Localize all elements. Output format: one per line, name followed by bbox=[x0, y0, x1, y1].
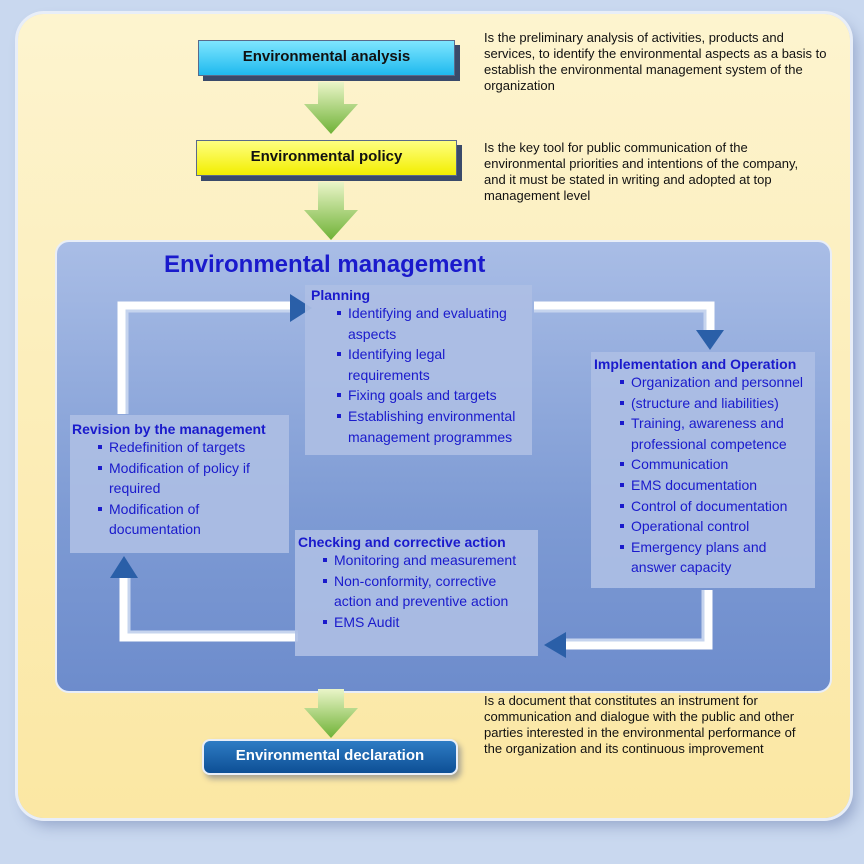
list-item: Monitoring and measurement bbox=[312, 550, 532, 571]
list-item: Redefinition of targets bbox=[87, 437, 285, 458]
planning-panel: Planning Identifying and evaluating aspe… bbox=[305, 285, 532, 455]
cycle-line bbox=[566, 590, 713, 650]
list-item: Non-conformity, corrective action and pr… bbox=[312, 571, 532, 612]
analysis-description: Is the preliminary analysis of activitie… bbox=[484, 30, 827, 93]
revision-panel: Revision by the management Redefinition … bbox=[70, 415, 289, 553]
management-title: Environmental management bbox=[164, 251, 486, 278]
list-item: EMS Audit bbox=[312, 612, 532, 633]
cycle-line bbox=[534, 301, 715, 330]
list-item: Communication bbox=[609, 454, 811, 475]
list-item: Fixing goals and targets bbox=[326, 385, 526, 406]
list-item: Identifying legal requirements bbox=[326, 344, 526, 385]
list-item: Emergency plans and answer capacity bbox=[609, 537, 811, 578]
declaration-description: Is a document that constitutes an instru… bbox=[484, 693, 796, 756]
implementation-list: Organization and personnel (structure an… bbox=[591, 372, 815, 578]
left-arrow-icon bbox=[544, 632, 566, 658]
cycle-line bbox=[119, 576, 298, 642]
list-item: Modification of policy if required bbox=[87, 458, 285, 499]
planning-title: Planning bbox=[311, 287, 371, 303]
list-item: Control of documentation bbox=[609, 496, 811, 517]
down-arrow-icon bbox=[304, 182, 358, 240]
list-item: (structure and liabilities) bbox=[609, 393, 811, 414]
environmental-analysis-box: Environmental analysis bbox=[198, 40, 455, 76]
up-arrow-icon bbox=[110, 556, 138, 578]
down-arrow-icon bbox=[304, 689, 358, 738]
list-item: Modification of documentation bbox=[87, 499, 285, 540]
checking-panel: Checking and corrective action Monitorin… bbox=[295, 530, 538, 656]
list-item: EMS documentation bbox=[609, 475, 811, 496]
list-item: Identifying and evaluating aspects bbox=[326, 303, 526, 344]
list-item: Operational control bbox=[609, 516, 811, 537]
environmental-declaration-box: Environmental declaration bbox=[202, 739, 458, 775]
cycle-line bbox=[534, 309, 707, 330]
cycle-line bbox=[566, 590, 705, 642]
implementation-panel: Implementation and Operation Organizatio… bbox=[591, 352, 815, 588]
cycle-line bbox=[127, 576, 298, 634]
down-arrow-icon bbox=[304, 82, 358, 134]
revision-title: Revision by the management bbox=[72, 421, 266, 437]
checking-title: Checking and corrective action bbox=[298, 534, 506, 550]
policy-description: Is the key tool for public communication… bbox=[484, 140, 799, 203]
implementation-title: Implementation and Operation bbox=[594, 356, 797, 372]
planning-list: Identifying and evaluating aspects Ident… bbox=[305, 303, 532, 447]
cycle-line bbox=[125, 309, 292, 414]
list-item: Establishing environmental management pr… bbox=[326, 406, 526, 447]
right-arrow-icon bbox=[290, 294, 312, 322]
list-item: Training, awareness and professional com… bbox=[609, 413, 811, 454]
environmental-policy-box: Environmental policy bbox=[196, 140, 457, 176]
list-item: Organization and personnel bbox=[609, 372, 811, 393]
down-arrow-icon bbox=[696, 330, 724, 350]
cycle-line bbox=[117, 301, 292, 414]
revision-list: Redefinition of targets Modification of … bbox=[70, 437, 289, 540]
checking-list: Monitoring and measurement Non-conformit… bbox=[295, 550, 538, 632]
